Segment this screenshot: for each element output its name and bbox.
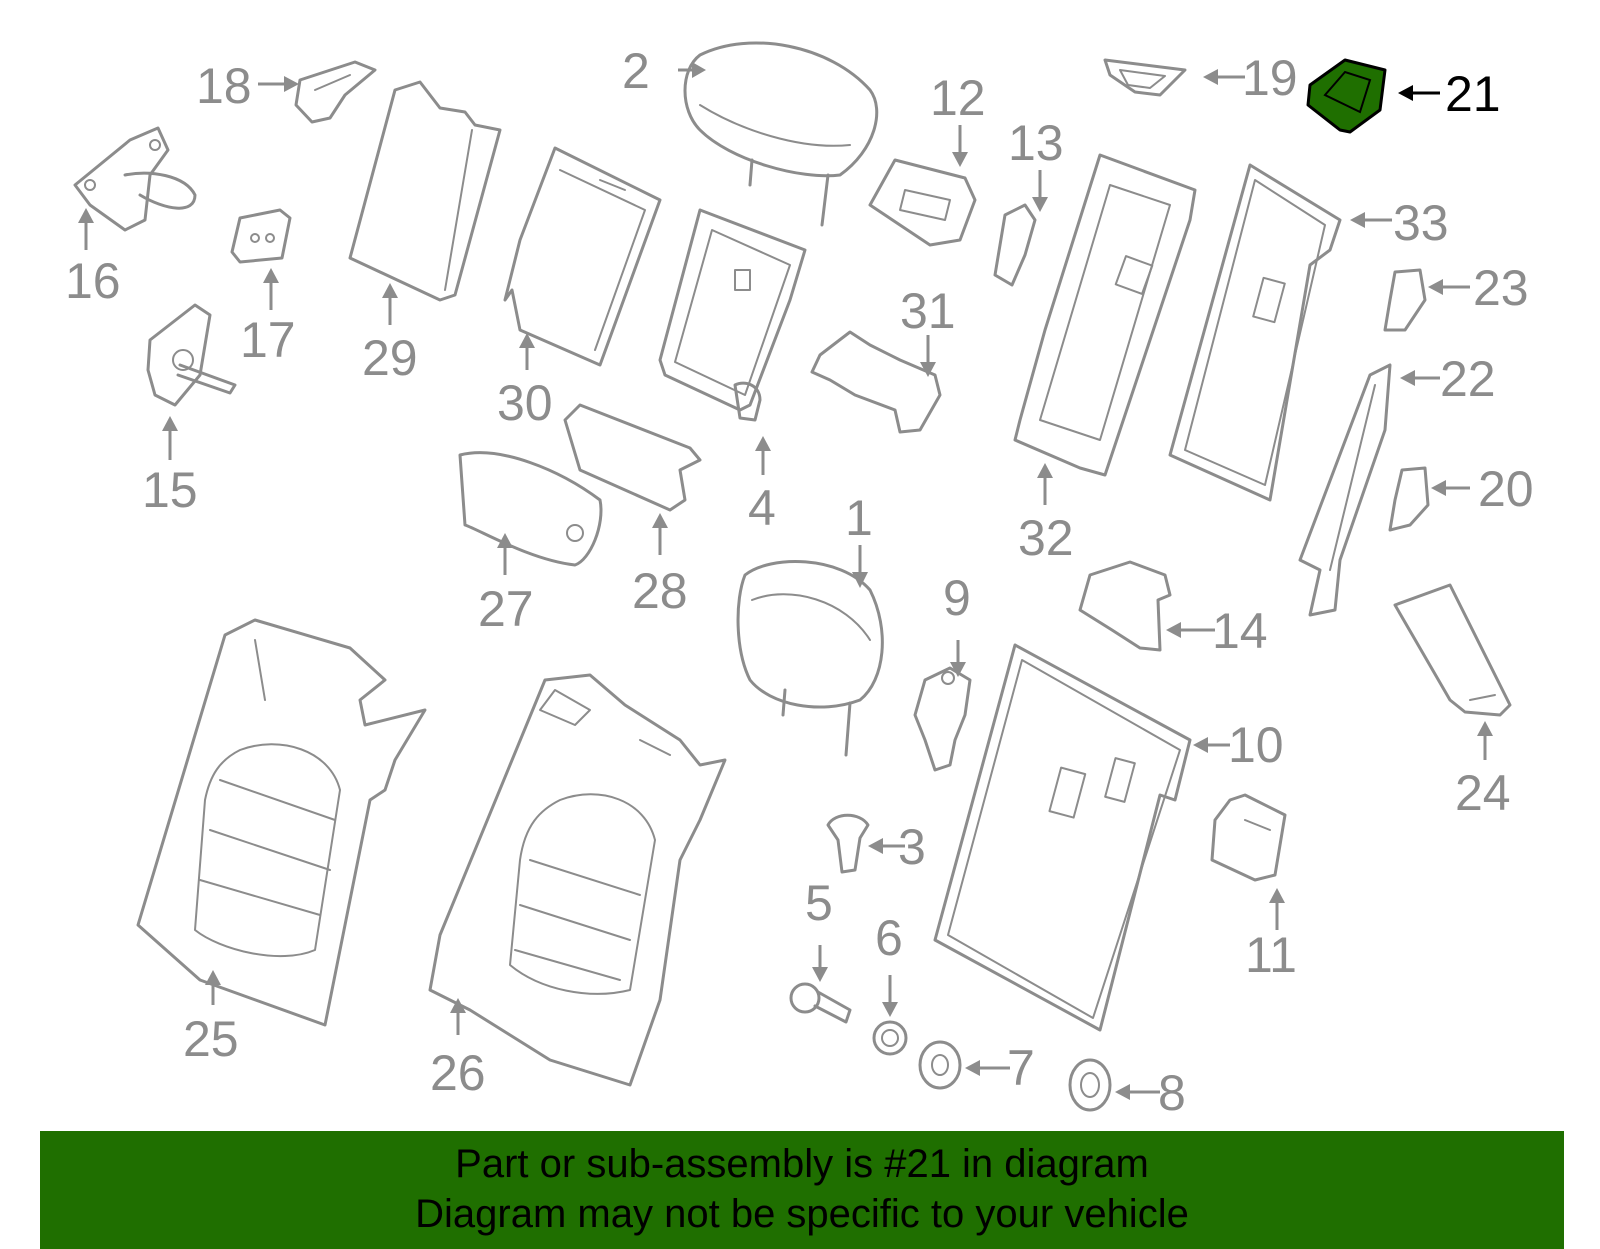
part-17 bbox=[230, 208, 292, 264]
callout-27: 27 bbox=[478, 581, 534, 637]
callout-17: 17 bbox=[240, 312, 296, 368]
callout-25: 25 bbox=[183, 1011, 239, 1067]
callout-7: 7 bbox=[1007, 1040, 1035, 1096]
callout-21: 21 bbox=[1445, 66, 1501, 122]
part-19 bbox=[1103, 58, 1187, 97]
callout-30: 30 bbox=[497, 375, 553, 431]
part-24 bbox=[1393, 583, 1512, 717]
callout-11: 11 bbox=[1245, 927, 1297, 983]
callout-15: 15 bbox=[142, 462, 198, 518]
callout-9: 9 bbox=[943, 570, 971, 626]
part-16 bbox=[73, 126, 197, 232]
parts-diagram: 1 2 3 4 5 6 7 8 9 10 11 12 13 14 15 16 1… bbox=[65, 41, 1534, 1121]
banner-line-1: Part or sub-assembly is #21 in diagram bbox=[455, 1142, 1149, 1186]
callout-33: 33 bbox=[1393, 195, 1449, 251]
callout-1: 1 bbox=[845, 490, 873, 546]
part-18 bbox=[294, 60, 377, 124]
part-25 bbox=[136, 618, 427, 1027]
callout-18: 18 bbox=[196, 58, 252, 114]
part-31 bbox=[810, 330, 942, 434]
callout-29: 29 bbox=[362, 330, 418, 386]
callout-24: 24 bbox=[1455, 765, 1511, 821]
part-32 bbox=[1013, 153, 1197, 477]
part-4 bbox=[658, 208, 807, 422]
part-33 bbox=[1168, 163, 1342, 502]
callout-13: 13 bbox=[1008, 115, 1064, 171]
callout-16: 16 bbox=[65, 253, 121, 309]
callout-26: 26 bbox=[430, 1045, 486, 1101]
part-2 bbox=[683, 41, 879, 227]
part-12 bbox=[868, 158, 977, 247]
part-14 bbox=[1078, 560, 1172, 652]
callout-leaders bbox=[78, 62, 1493, 1100]
part-1 bbox=[736, 560, 884, 757]
callout-5: 5 bbox=[805, 875, 833, 931]
callout-19: 19 bbox=[1242, 50, 1298, 106]
part-22 bbox=[1298, 363, 1392, 617]
callout-3: 3 bbox=[898, 819, 926, 875]
part-26 bbox=[428, 673, 727, 1087]
part-7 bbox=[918, 1040, 962, 1090]
part-3 bbox=[826, 813, 870, 874]
callout-32: 32 bbox=[1018, 510, 1074, 566]
part-28 bbox=[563, 403, 702, 512]
part-6 bbox=[872, 1020, 908, 1056]
callout-12: 12 bbox=[930, 70, 986, 126]
callout-numbers: 1 2 3 4 5 6 7 8 9 10 11 12 13 14 15 16 1… bbox=[65, 43, 1534, 1121]
part-11 bbox=[1210, 793, 1287, 882]
callout-22: 22 bbox=[1440, 351, 1496, 407]
part-21 bbox=[1306, 58, 1387, 134]
banner-line-2: Diagram may not be specific to your vehi… bbox=[415, 1192, 1189, 1236]
part-13 bbox=[993, 203, 1037, 287]
part-29 bbox=[348, 80, 502, 302]
part-20 bbox=[1388, 466, 1430, 532]
callout-31: 31 bbox=[900, 283, 956, 339]
part-5 bbox=[789, 982, 852, 1024]
part-23 bbox=[1383, 268, 1427, 332]
callout-2: 2 bbox=[622, 43, 650, 99]
callout-8: 8 bbox=[1158, 1065, 1186, 1121]
part-8 bbox=[1068, 1058, 1112, 1112]
callout-23: 23 bbox=[1473, 260, 1529, 316]
part-30 bbox=[503, 146, 662, 367]
part-10 bbox=[933, 643, 1192, 1032]
part-27 bbox=[458, 451, 603, 567]
callout-10: 10 bbox=[1228, 717, 1284, 773]
callout-20: 20 bbox=[1478, 461, 1534, 517]
part-15 bbox=[146, 303, 237, 407]
callout-28: 28 bbox=[632, 563, 688, 619]
callout-14: 14 bbox=[1212, 603, 1268, 659]
callout-6: 6 bbox=[875, 910, 903, 966]
info-banner: Part or sub-assembly is #21 in diagram D… bbox=[40, 1131, 1564, 1249]
callout-4: 4 bbox=[748, 480, 776, 536]
part-9 bbox=[913, 666, 972, 772]
